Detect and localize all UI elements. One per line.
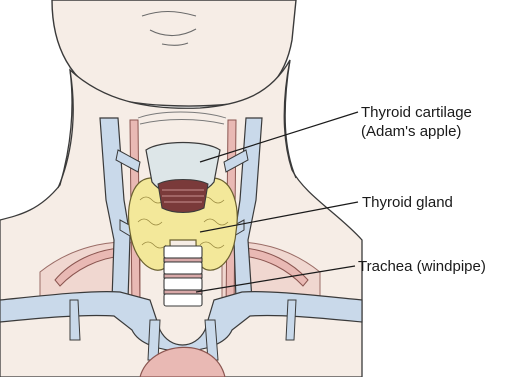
trachea-ring — [164, 246, 202, 258]
label-thyroid-cartilage-line1: Thyroid cartilage — [361, 103, 472, 122]
trachea-ring — [164, 294, 202, 306]
trachea — [164, 246, 202, 306]
label-trachea: Trachea (windpipe) — [358, 257, 486, 276]
trachea-ring — [164, 274, 202, 278]
trachea-ring — [164, 258, 202, 262]
label-thyroid-cartilage-line2: (Adam's apple) — [361, 122, 472, 141]
label-thyroid-gland: Thyroid gland — [362, 193, 453, 212]
label-thyroid-cartilage: Thyroid cartilage (Adam's apple) — [361, 103, 472, 141]
trachea-ring — [164, 262, 202, 274]
trachea-ring — [164, 278, 202, 290]
